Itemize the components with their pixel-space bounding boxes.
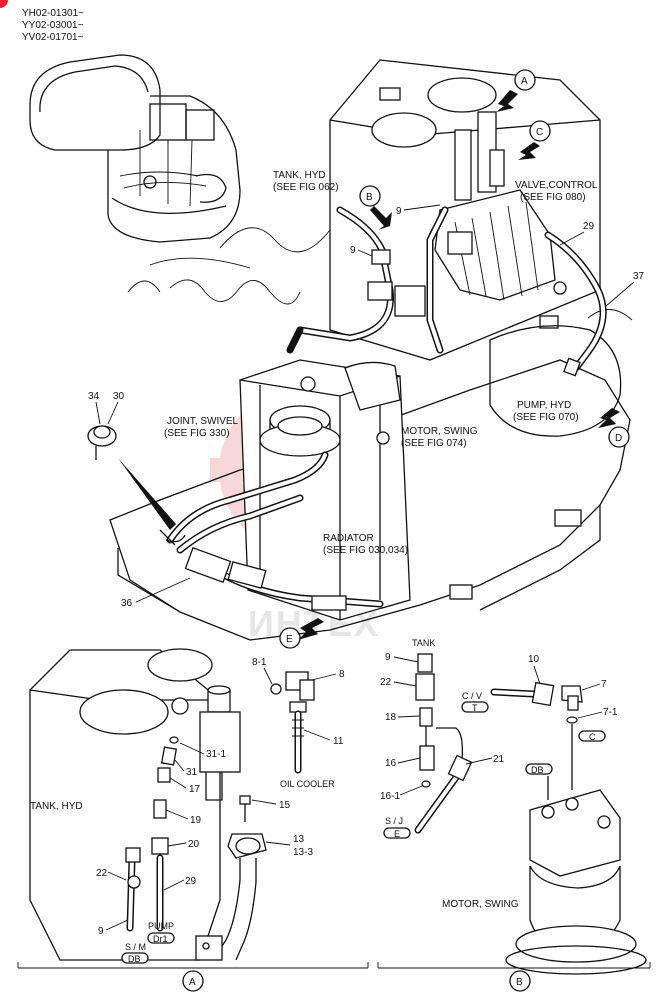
label-pump-hyd: PUMP, HYD <box>517 400 571 411</box>
accent-corner-mark <box>0 0 8 8</box>
part-8-1: 8-1 <box>252 657 267 668</box>
part-9-valve: 9 <box>396 206 402 217</box>
label-radiator-ref: (SEE FIG 030,034) <box>323 545 408 556</box>
callout-e: E <box>286 634 293 645</box>
main-view-callouts: A C B D E <box>279 69 630 649</box>
part-36: 36 <box>121 598 133 609</box>
part-13-3: 13-3 <box>293 847 313 858</box>
label-motor-swing: MOTOR, SWING <box>401 426 478 437</box>
label-pump-hyd-ref: (SEE FIG 070) <box>513 412 579 423</box>
serial-range-1: YH02-01301~ <box>22 8 84 19</box>
part-9-b: 9 <box>385 652 391 663</box>
detail-a-letter: A <box>189 977 196 988</box>
label-motor-swing-ref: (SEE FIG 074) <box>401 438 467 449</box>
label-tank-hyd-ref: (SEE FIG 062) <box>273 182 339 193</box>
part-34: 34 <box>88 391 100 402</box>
callout-d: D <box>615 433 622 444</box>
part-10: 10 <box>528 654 540 665</box>
part-9-a: 9 <box>98 926 104 937</box>
part-16-1: 16-1 <box>380 791 400 802</box>
part-21: 21 <box>493 754 505 765</box>
detail-b-letter: B <box>516 977 523 988</box>
part-29: 29 <box>583 221 595 232</box>
serial-range-2: YY02-03001~ <box>22 20 84 31</box>
detail-b-label-cv: C / V <box>462 691 482 701</box>
detail-a-label-oil-cooler: OIL COOLER <box>280 779 335 789</box>
detail-a-label-pump: PUMP <box>148 921 174 931</box>
part-18: 18 <box>385 712 397 723</box>
part-29-a: 29 <box>185 876 197 887</box>
detail-a-label-sm: S / M <box>125 942 146 952</box>
part-37: 37 <box>633 271 645 282</box>
label-radiator: RADIATOR <box>323 533 374 544</box>
label-tank-hyd: TANK, HYD <box>273 170 326 181</box>
part-22: 22 <box>96 868 108 879</box>
part-30: 30 <box>113 391 125 402</box>
part-31: 31 <box>186 767 198 778</box>
part-7: 7 <box>601 679 607 690</box>
machine-thumbnail <box>29 54 241 243</box>
detail-a-tag-dr1: Dr1 <box>153 934 168 944</box>
detail-a-tag-db: DB <box>128 954 141 964</box>
detail-b-label-motor-swing: MOTOR, SWING <box>442 899 519 910</box>
label-valve-control-ref: (SEE FIG 080) <box>520 192 586 203</box>
part-19: 19 <box>190 815 202 826</box>
part-8: 8 <box>339 669 345 680</box>
detail-b-view: B TANK C / V T C DB S / J E MOTOR, SWING… <box>377 638 651 992</box>
main-assembly-view <box>87 59 633 641</box>
part-31-1: 31-1 <box>206 749 226 760</box>
detail-a-label-tank-hyd: TANK, HYD <box>30 801 83 812</box>
callout-b: B <box>366 192 373 203</box>
detail-b-tag-db: DB <box>531 765 544 775</box>
detail-b-tag-c: C <box>589 732 596 742</box>
detail-b-tag-t: T <box>472 703 478 713</box>
part-11: 11 <box>333 736 344 747</box>
main-view-labels: TANK, HYD (SEE FIG 062) VALVE,CONTROL (S… <box>88 170 645 609</box>
serial-range-list: YH02-01301~ YY02-03001~ YV02-01701~ <box>22 8 84 44</box>
part-17: 17 <box>189 784 201 795</box>
part-7-1: 7-1 <box>603 707 618 718</box>
part-15: 15 <box>279 800 291 811</box>
callout-a: A <box>521 76 528 87</box>
part-16: 16 <box>385 758 397 769</box>
label-joint-swivel-ref: (SEE FIG 330) <box>164 428 230 439</box>
detail-b-label-sj: S / J <box>385 816 403 826</box>
part-13: 13 <box>293 834 305 845</box>
part-20: 20 <box>188 839 200 850</box>
detail-b-tag-e: E <box>394 829 400 839</box>
label-valve-control: VALVE,CONTROL <box>515 180 598 191</box>
detail-b-label-tank: TANK <box>412 638 435 648</box>
part-9-tank: 9 <box>350 245 356 256</box>
callout-c: C <box>536 127 543 138</box>
part-22-b: 22 <box>380 677 392 688</box>
serial-range-3: YV02-01701~ <box>22 32 84 43</box>
detail-a-view: A TANK, HYD OIL COOLER S / M DB PUMP Dr1… <box>17 648 369 992</box>
label-joint-swivel: JOINT, SWIVEL <box>167 416 239 427</box>
